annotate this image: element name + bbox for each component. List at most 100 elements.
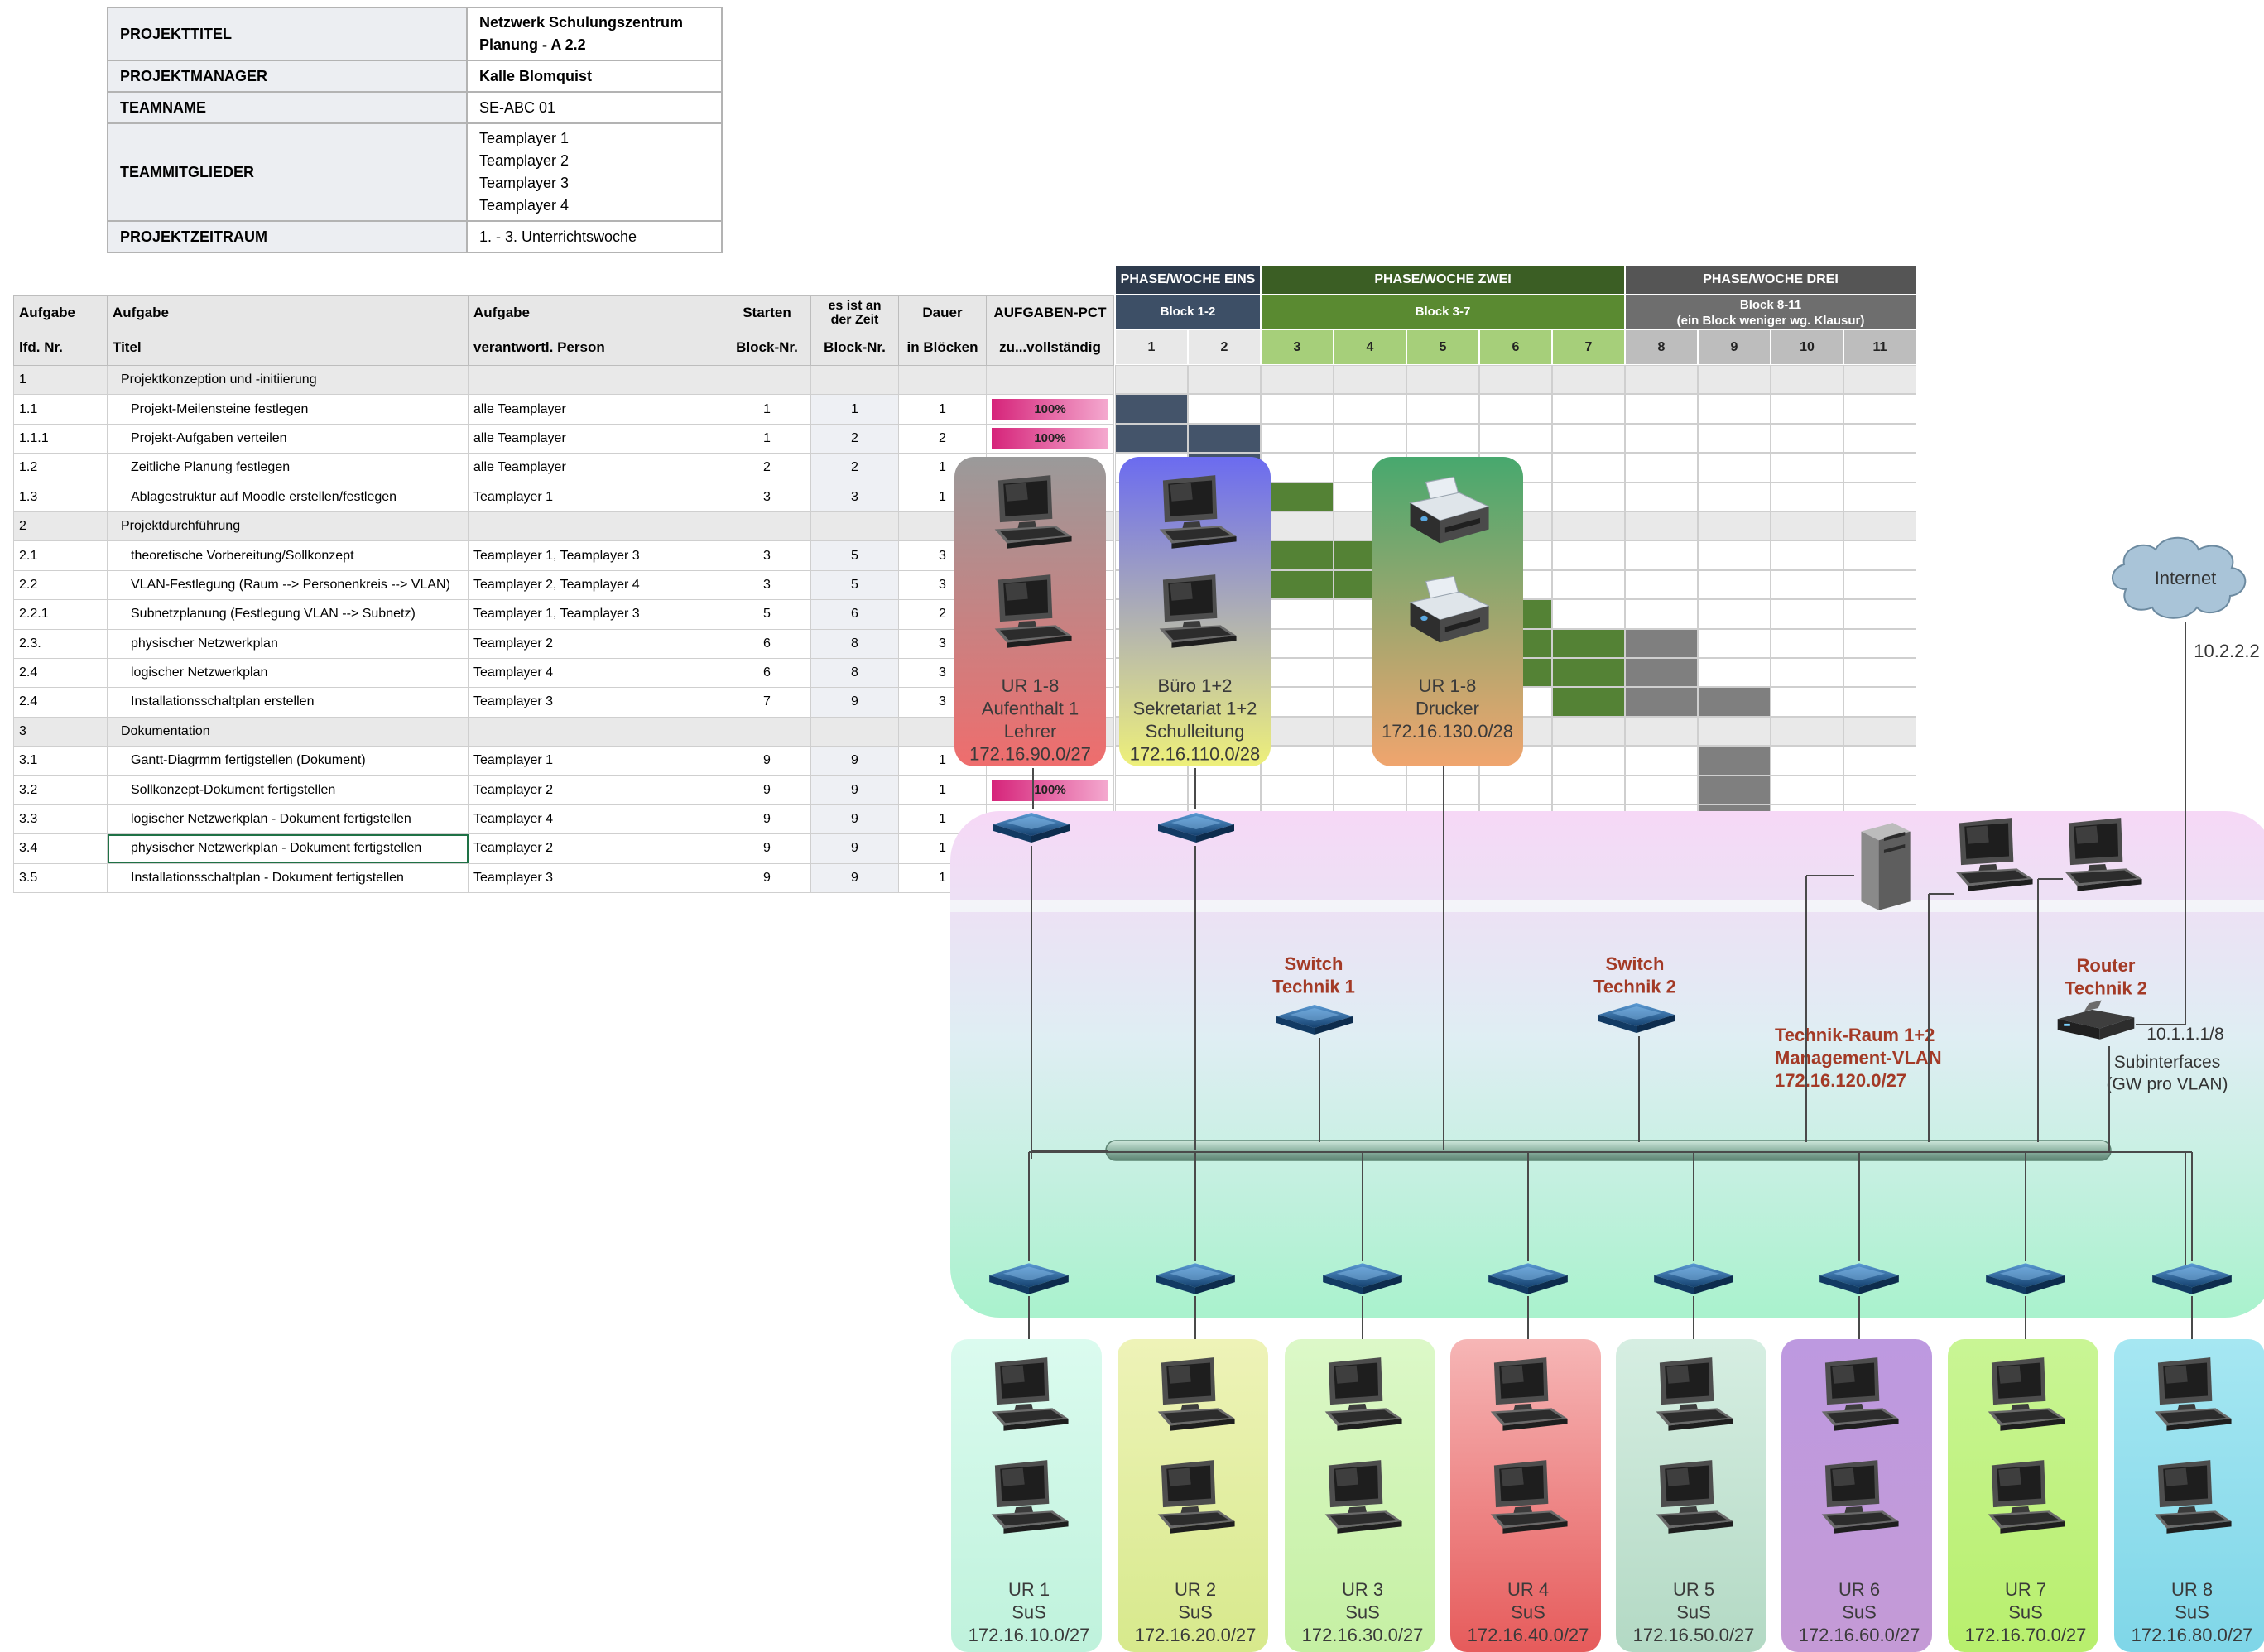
header-time: es ist an der Zeit [810, 295, 899, 329]
task-nr: 2 [13, 511, 108, 542]
task-end: 9 [810, 833, 899, 864]
info-key: PROJEKTTITEL [107, 7, 468, 61]
backbone-bus [1105, 1140, 2112, 1161]
task-start [723, 511, 811, 542]
header-pct: AUFGABEN-PCT [986, 295, 1114, 329]
header-nr-sub: lfd. Nr. [13, 329, 108, 366]
subinterfaces-label: Subinterfaces(GW pro VLAN) [2106, 1053, 2228, 1093]
header-duration-sub: in Blöcken [898, 329, 987, 366]
task-person: Teamplayer 2, Teamplayer 4 [468, 569, 723, 601]
task-start: 6 [723, 657, 811, 689]
task-nr: 1.1 [13, 394, 108, 425]
task-dur [898, 364, 987, 396]
task-pct-bar: 100% [992, 398, 1108, 420]
task-title: Installationsschaltplan - Dokument ferti… [107, 862, 469, 894]
task-title: theoretische Vorbereitung/Sollkonzept [107, 540, 469, 571]
internet-cloud-icon [2112, 536, 2247, 619]
task-nr: 2.4 [13, 657, 108, 689]
task-person: Teamplayer 3 [468, 687, 723, 718]
info-value: Netzwerk Schulungszentrum Planung - A 2.… [466, 7, 723, 61]
header-start-sub: Block-Nr. [723, 329, 811, 366]
task-start: 7 [723, 687, 811, 718]
task-pct-bar: 100% [992, 427, 1108, 449]
task-title: Projekt-Meilensteine festlegen [107, 394, 469, 425]
task-pct-bar: 100% [992, 779, 1108, 801]
task-end: 5 [810, 569, 899, 601]
task-person: Teamplayer 4 [468, 804, 723, 835]
task-person: Teamplayer 3 [468, 862, 723, 894]
task-person: Teamplayer 2 [468, 628, 723, 659]
internet-label: Internet [2155, 568, 2217, 588]
task-nr: 3.1 [13, 746, 108, 776]
info-value: Kalle Blomquist [466, 60, 723, 93]
task-start: 3 [723, 482, 811, 512]
task-title: Projektkonzeption und -initiierung [107, 364, 469, 396]
task-person: Teamplayer 2 [468, 775, 723, 805]
task-person: Teamplayer 1, Teamplayer 3 [468, 599, 723, 630]
task-dur: 2 [898, 423, 987, 454]
info-value: Teamplayer 1 Teamplayer 2 Teamplayer 3 T… [466, 122, 723, 222]
task-start: 2 [723, 453, 811, 483]
task-title: physischer Netzwerkplan [107, 628, 469, 659]
task-start: 5 [723, 599, 811, 630]
task-nr: 1.2 [13, 453, 108, 483]
task-start: 9 [723, 862, 811, 894]
info-key: TEAMNAME [107, 91, 468, 124]
task-person: Teamplayer 1, Teamplayer 3 [468, 540, 723, 571]
task-person: Teamplayer 2 [468, 833, 723, 864]
task-start: 1 [723, 394, 811, 425]
header-pct-sub: zu...vollständig [986, 329, 1114, 366]
task-nr: 3.4 [13, 833, 108, 864]
task-title: VLAN-Festlegung (Raum --> Personenkreis … [107, 569, 469, 601]
header-duration: Dauer [898, 295, 987, 329]
task-title: Gantt-Diagrmm fertigstellen (Dokument) [107, 746, 469, 776]
task-title: logischer Netzwerkplan [107, 657, 469, 689]
task-title: Projektdurchführung [107, 511, 469, 542]
info-value: 1. - 3. Unterrichtswoche [466, 220, 723, 253]
lan-divider [950, 900, 2264, 912]
server-icon [1861, 823, 1911, 910]
task-nr: 2.2.1 [13, 599, 108, 630]
task-title: Dokumentation [107, 716, 469, 747]
task-end: 1 [810, 394, 899, 425]
task-title: Sollkonzept-Dokument fertigstellen [107, 775, 469, 805]
task-end: 8 [810, 657, 899, 689]
task-end: 2 [810, 453, 899, 483]
task-nr: 1.3 [13, 482, 108, 512]
task-title: Ablagestruktur auf Moodle erstellen/fest… [107, 482, 469, 512]
task-person: alle Teamplayer [468, 394, 723, 425]
task-title: Zeitliche Planung festlegen [107, 453, 469, 483]
task-dur: 1 [898, 804, 987, 835]
task-pct: 100% [986, 423, 1114, 454]
task-person: alle Teamplayer [468, 423, 723, 454]
internet-ip: 10.2.2.2 [2194, 641, 2260, 661]
header-person: Aufgabe [468, 295, 723, 329]
task-end: 2 [810, 423, 899, 454]
task-nr: 2.4 [13, 687, 108, 718]
task-title: Projekt-Aufgaben verteilen [107, 423, 469, 454]
task-start: 9 [723, 775, 811, 805]
info-key: PROJEKTZEITRAUM [107, 220, 468, 253]
